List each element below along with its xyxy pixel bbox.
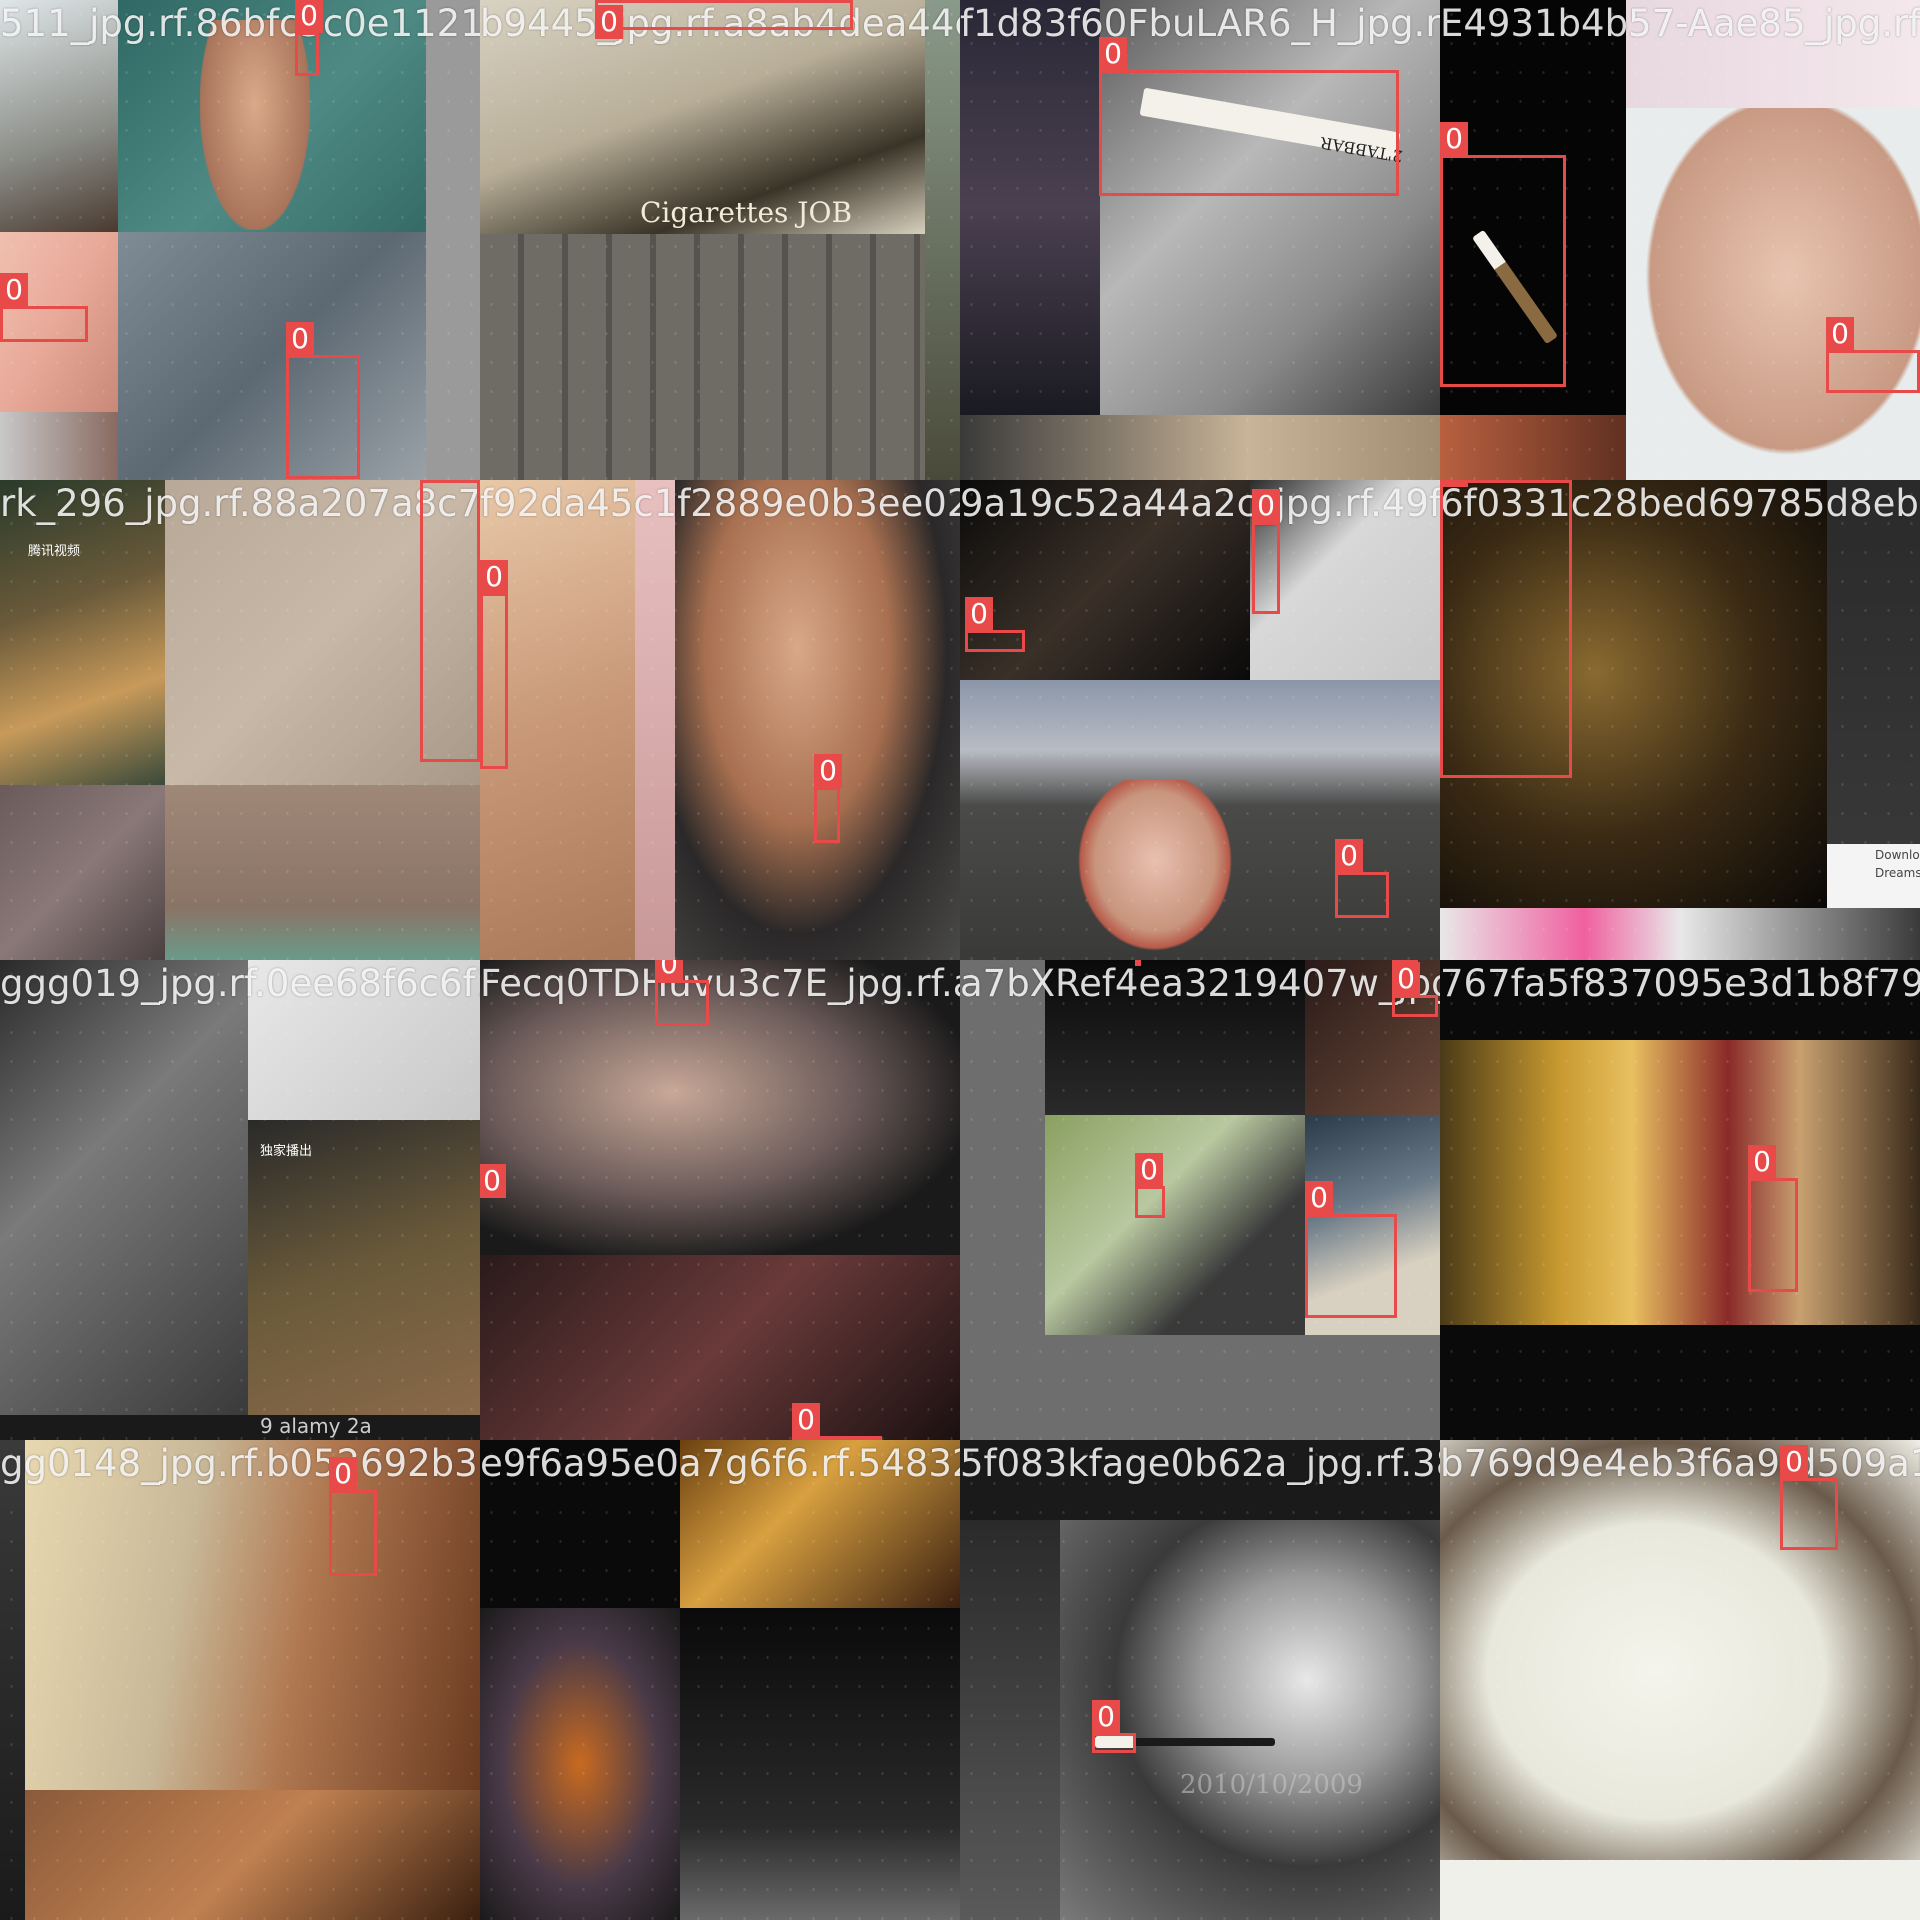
tile-3: 2'TABBAR f1d83f60FbuLAR6_H_jpg.rf.fe4931… [960,0,1440,480]
tile-5: 腾讯视频 rk_296_jpg.rf.88a207a8c765d 0 [0,480,480,960]
tile-filename: e9f6a95e0a7g6f6.rf.5483259 [480,1442,960,1485]
detection-label: 0 [295,0,323,33]
tile-filename: f92da45c1f2889e0b3ee026 [480,482,960,525]
detection-label: 0 [480,560,508,594]
detection-label: 0 [655,960,683,981]
tile-6: f92da45c1f2889e0b3ee026 0 0 [480,480,960,960]
tile-10: Fecq0TDHuvu3c7E_jpg.rf.a7 0 0 0 [480,960,960,1440]
tile-filename: rk_296_jpg.rf.88a207a8c765d [0,482,480,525]
tile-7: 9a19c52a44a2c_jpg.rf.49fd0331 0 0 0 [960,480,1440,960]
detection-label: 0 [1826,317,1854,351]
tile-13: gg0148_jpg.rf.b052692b376e 0 [0,1440,480,1920]
tile-filename: b769d9e4eb3f6a9fd509a1f0 [1440,1442,1920,1485]
tile-8: Downlo Dreams 6f0331c28bed69785d8eb6b 0 [1440,480,1920,960]
watermark-dreams: Dreams [1875,866,1920,880]
tile-filename: 511_jpg.rf.86bfc5c0e112107b9445 [0,2,480,45]
mirrored-sign: 9 alamy 2a [260,1414,372,1438]
detection-label: 0 [1748,1145,1776,1179]
tile-11: a7bXRef4ea3219407w_jpg.rf.767 0 0 0 0 [960,960,1440,1440]
detection-label: 0 [329,1457,357,1491]
tile-filename: ggg019_jpg.rf.0ee68f6c6f1e0 [0,962,480,1005]
tile-filename: f1d83f60FbuLAR6_H_jpg.rf.fe4931 [960,2,1440,45]
detection-label: 0 [1440,122,1468,156]
detection-label: 0 [420,480,448,481]
detection-label: 0 [814,754,842,788]
cigarettes-caption: Cigarettes JOB [640,196,853,229]
tile-14: e9f6a95e0a7g6f6.rf.5483259 [480,1440,960,1920]
detection-label: 0 [286,322,314,356]
watermark-download: Downlo [1875,848,1920,862]
tile-filename: 9a19c52a44a2c_jpg.rf.49fd0331 [960,482,1440,525]
detection-label: 0 [1252,489,1280,523]
detection-label: 0 [792,1403,820,1437]
detection-label: 0 [1440,480,1468,487]
tile-filename: gg0148_jpg.rf.b052692b376e [0,1442,480,1485]
tile-filename: 767fa5f837095e3d1b8f7975 [1440,962,1920,1005]
photo-date: 2010/10/2009 [1180,1770,1363,1800]
detection-label: 0 [480,1164,506,1198]
tile-4: E4931b4b57-Aae85_jpg.rf 0 0 [1440,0,1920,480]
detection-label: 0 [1780,1445,1808,1479]
detection-label: 0 [1135,1153,1163,1187]
detection-label: 0 [1305,1181,1333,1215]
detection-label: 0 [0,273,28,307]
tile-filename: Fecq0TDHuvu3c7E_jpg.rf.a7 [480,962,960,1005]
tile-12: 767fa5f837095e3d1b8f7975 0 [1440,960,1920,1440]
detection-label: 0 [595,5,623,39]
tile-filename: 6f0331c28bed69785d8eb6b [1440,482,1920,525]
video-logo: 腾讯视频 [28,544,81,559]
tile-9: 9 alamy 2a 独家播出 ggg019_jpg.rf.0ee68f6c6f… [0,960,480,1440]
tile-1: 511_jpg.rf.86bfc5c0e112107b9445 0 0 0 [0,0,480,480]
detection-label: 0 [1092,1700,1120,1734]
detection-label: 0 [1392,962,1420,996]
tile-filename: E4931b4b57-Aae85_jpg.rf [1440,2,1920,45]
detection-label: 0 [1099,37,1127,71]
detection-label: 0 [1335,839,1363,873]
tile-2: Cigarettes JOB b9445_jpg.rf.a8ab4dea44ef… [480,0,960,480]
tile-16: b769d9e4eb3f6a9fd509a1f0 0 [1440,1440,1920,1920]
video-logo-2: 独家播出 [260,1144,313,1159]
tile-15: 2010/10/2009 5f083kfage0b62a_jpg.rf.38de… [960,1440,1440,1920]
tile-filename: a7bXRef4ea3219407w_jpg.rf.767 [960,962,1440,1005]
detection-label: 0 [965,597,993,631]
tile-filename: 5f083kfage0b62a_jpg.rf.38ded [960,1442,1440,1485]
tile-filename: b9445_jpg.rf.a8ab4dea44ef1d38 [480,2,960,45]
